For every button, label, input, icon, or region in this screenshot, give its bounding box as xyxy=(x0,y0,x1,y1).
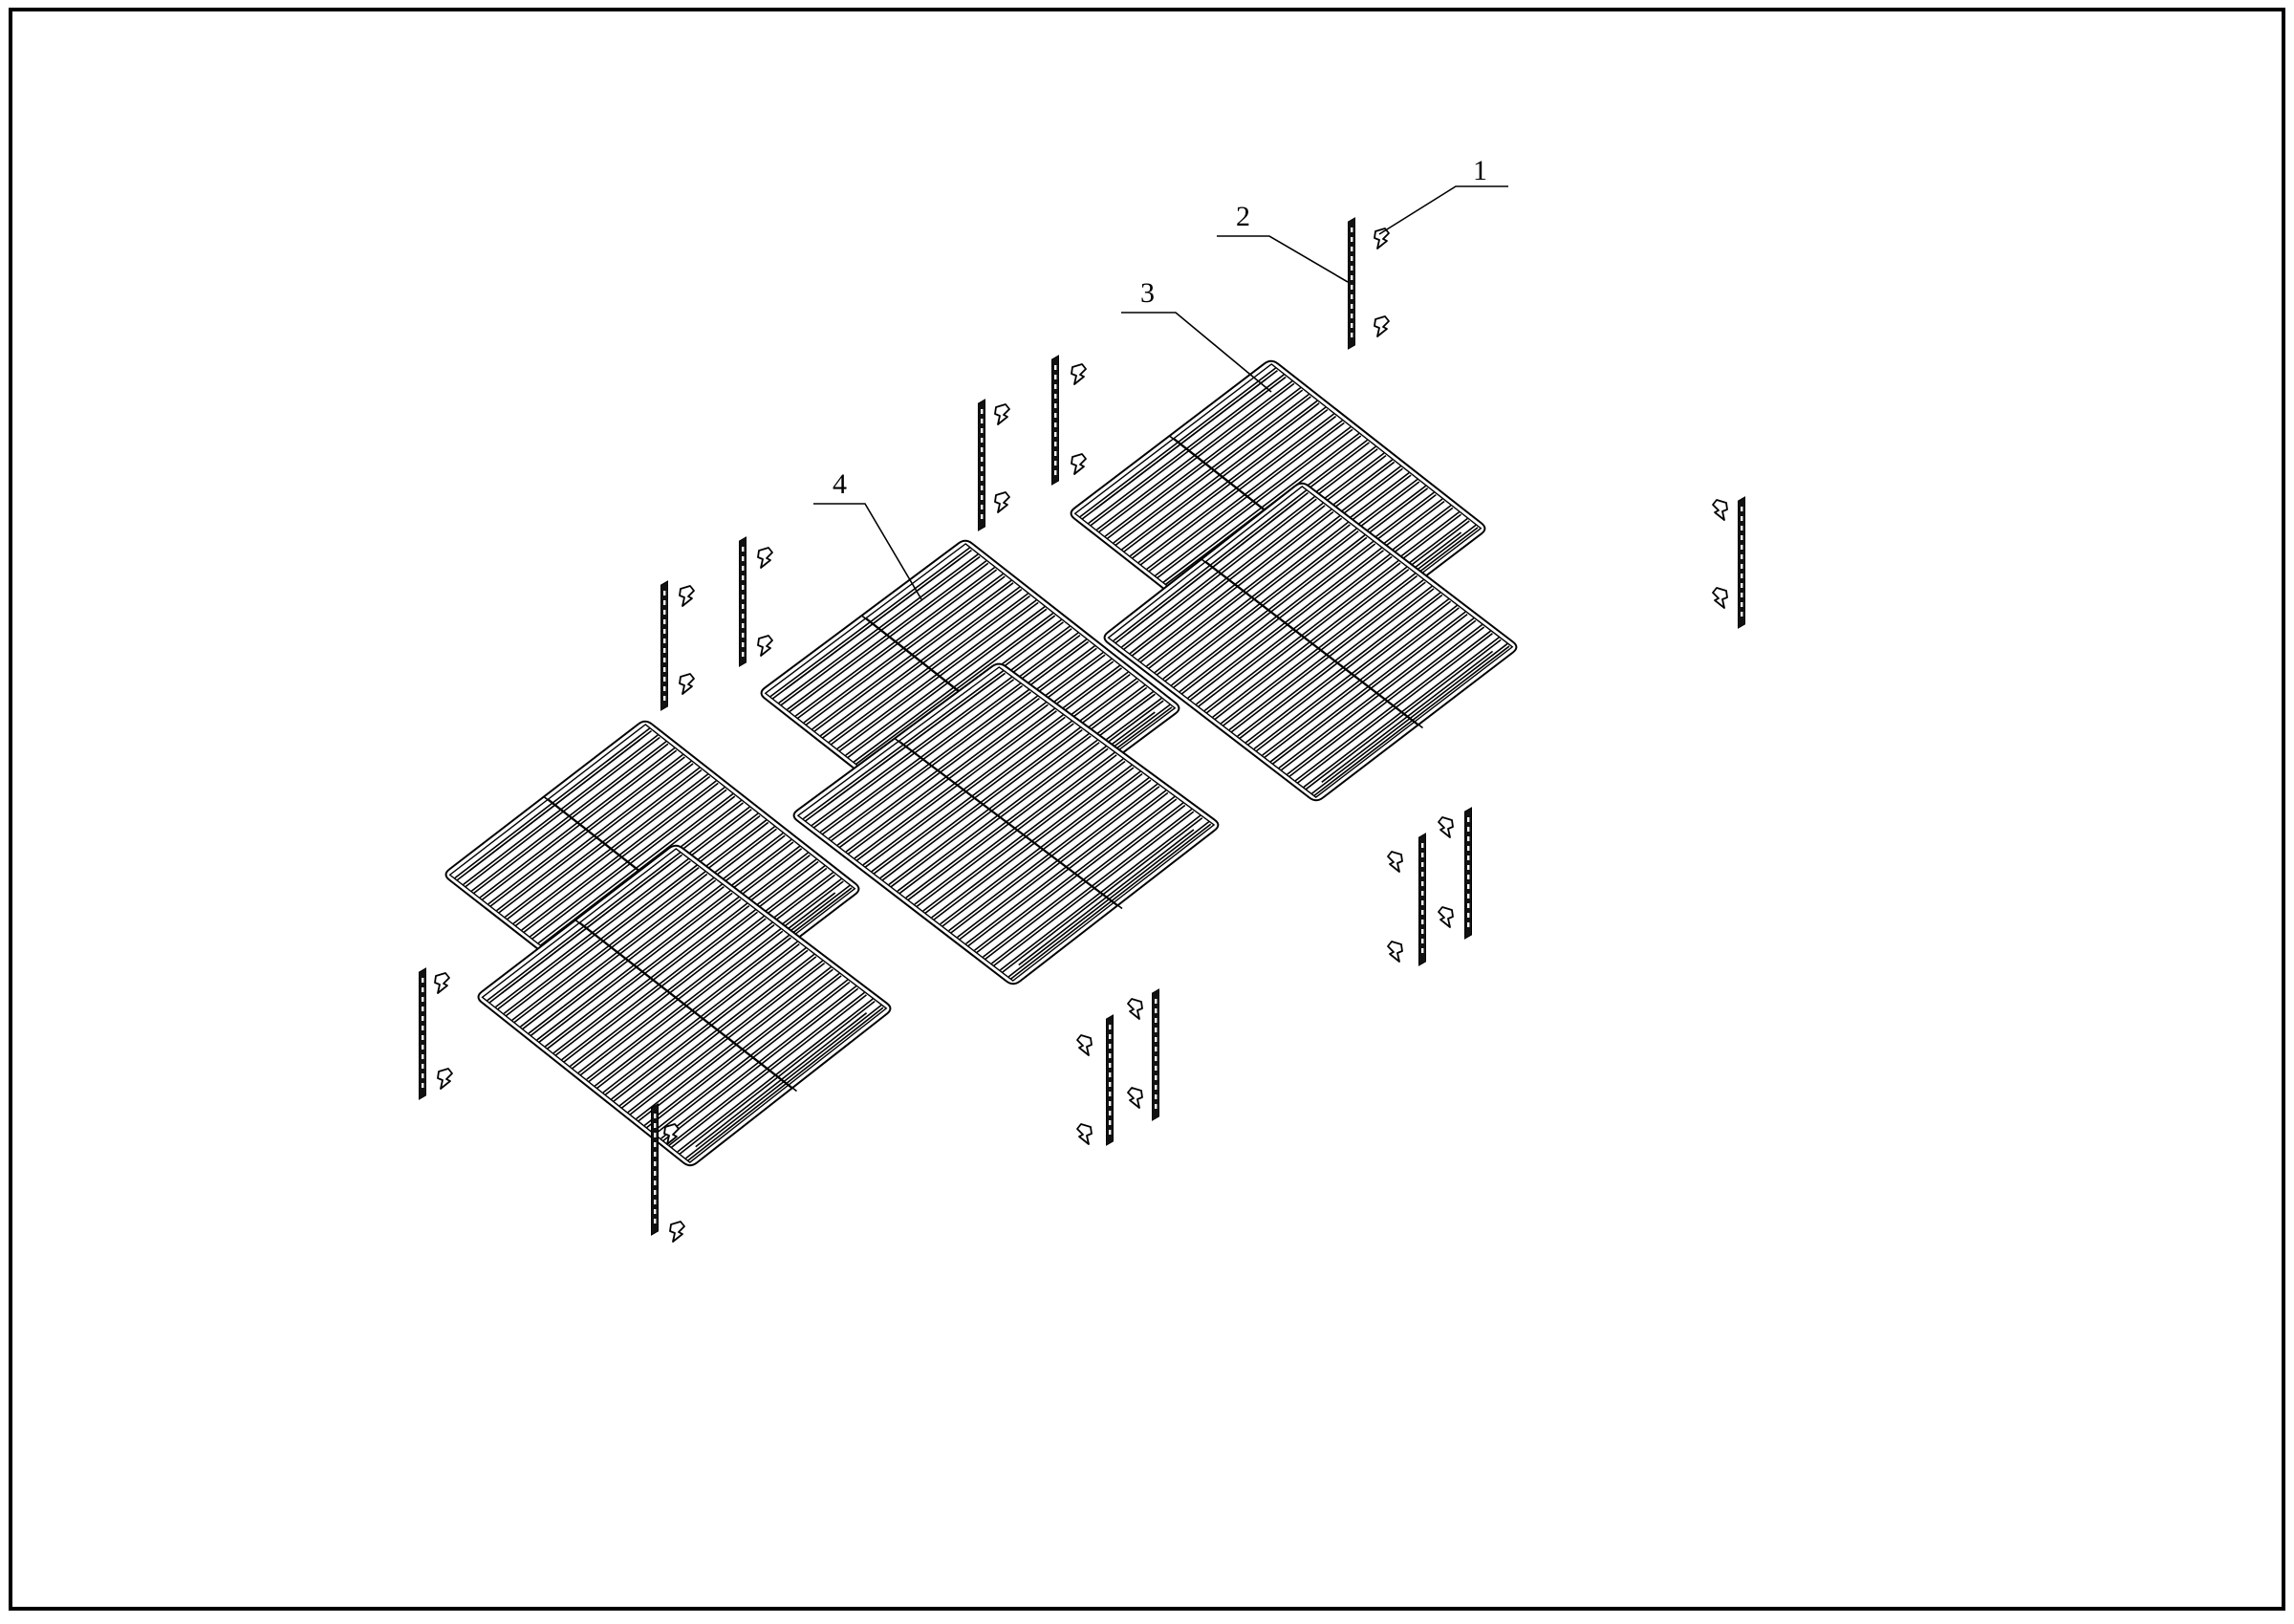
shelf-clip-icon xyxy=(757,635,773,657)
upright-assembly xyxy=(660,580,695,711)
shelf-clip-icon xyxy=(757,547,773,569)
shelf-clip-icon xyxy=(1127,1087,1143,1109)
upright-group xyxy=(419,217,1745,1243)
slotted-upright xyxy=(1152,988,1159,1121)
upright-assembly xyxy=(1712,496,1745,629)
shelf-clip-icon xyxy=(1076,1123,1093,1145)
shelf-inner-rim xyxy=(481,848,888,1163)
upright-assembly xyxy=(1127,988,1159,1121)
callout-label-3: 3 xyxy=(1140,277,1155,309)
wire-shelf-lower xyxy=(1103,482,1518,802)
shelf-clip-icon xyxy=(1071,453,1087,475)
shelf-clip-icon xyxy=(679,585,695,607)
upright-assembly xyxy=(1387,833,1426,966)
slotted-upright xyxy=(1051,355,1059,486)
drawing-border xyxy=(9,8,2285,1611)
wire-shelf-lower xyxy=(792,662,1220,985)
shelf-clip-icon xyxy=(1712,587,1728,609)
callout-group: 1 2 3 4 xyxy=(813,155,1508,600)
shelf-pair-pair-middle xyxy=(760,539,1220,985)
leader-line-2 xyxy=(1217,235,1349,283)
slotted-upright xyxy=(419,967,426,1100)
leader-line-1 xyxy=(1378,185,1508,235)
shelf-clip-icon xyxy=(679,673,695,695)
upright-assembly xyxy=(1051,355,1087,486)
upright-assembly xyxy=(1438,807,1472,940)
shelf-clip-icon xyxy=(994,403,1010,425)
slotted-upright xyxy=(739,536,747,667)
shelf-clip-icon xyxy=(1127,998,1143,1020)
upright-assembly xyxy=(419,967,453,1100)
callout-label-4: 4 xyxy=(833,468,847,500)
upright-assembly xyxy=(739,536,773,667)
slotted-upright xyxy=(660,580,668,711)
shelf-clip-icon xyxy=(1071,363,1087,385)
shelf-clip-icon xyxy=(1387,941,1403,963)
shelf-clip-icon xyxy=(669,1221,685,1243)
shelf-inner-rim xyxy=(796,666,1216,982)
slotted-upright xyxy=(1348,217,1355,350)
shelf-pair-pair-left xyxy=(444,720,892,1167)
slotted-upright xyxy=(1418,833,1426,966)
callout-4: 4 xyxy=(813,468,922,600)
upright-assembly xyxy=(651,1103,685,1243)
upright-assembly xyxy=(978,399,1010,531)
slotted-upright xyxy=(1464,807,1472,940)
shelf-clip-icon xyxy=(1438,816,1454,838)
shelf-clip-icon xyxy=(663,1123,680,1145)
upright-assembly xyxy=(1076,1014,1114,1146)
shelf-pair-pair-right xyxy=(1070,359,1518,802)
callout-1: 1 xyxy=(1378,155,1508,235)
wire-shelf-lower xyxy=(477,844,892,1167)
shelf-clip-icon xyxy=(1712,499,1728,521)
callout-label-1: 1 xyxy=(1473,155,1487,186)
callout-label-2: 2 xyxy=(1236,201,1250,232)
leader-line-4 xyxy=(813,503,922,600)
callout-2: 2 xyxy=(1217,201,1349,283)
slotted-upright xyxy=(651,1103,659,1236)
slotted-upright xyxy=(1738,496,1745,629)
shelf-inner-rim xyxy=(1107,486,1514,798)
shelf-clip-icon xyxy=(1076,1034,1093,1056)
callout-3: 3 xyxy=(1121,277,1272,393)
shelf-clip-icon xyxy=(434,972,450,994)
shelf-clip-icon xyxy=(1374,315,1390,337)
slotted-upright xyxy=(978,399,985,531)
slotted-upright xyxy=(1106,1014,1114,1146)
shelf-clip-icon xyxy=(1374,227,1390,249)
shelf-clip-icon xyxy=(1387,851,1403,873)
shelf-clip-icon xyxy=(1438,906,1454,928)
upright-assembly xyxy=(1348,217,1390,350)
shelf-clip-icon xyxy=(994,491,1010,513)
shelf-group xyxy=(444,359,1518,1167)
shelf-clip-icon xyxy=(437,1068,453,1090)
leader-line-3 xyxy=(1121,312,1272,393)
